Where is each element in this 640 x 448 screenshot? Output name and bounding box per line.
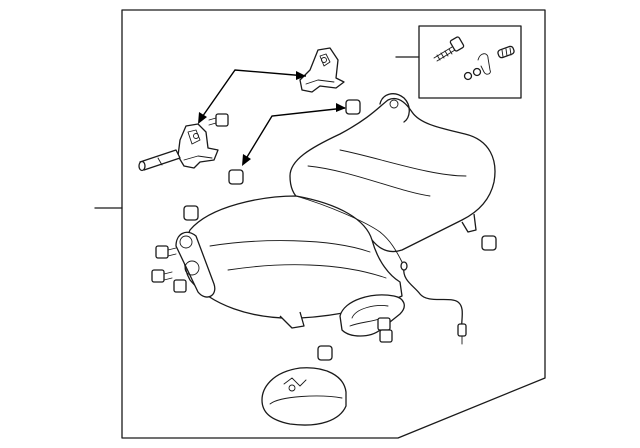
- wiring-harness: [400, 261, 467, 345]
- hardware-bolt-icon: [433, 36, 465, 62]
- hinge-bracket-upper: [299, 47, 345, 93]
- hardware-nut-icon: [472, 67, 482, 77]
- hardware-clip-icon: [477, 53, 491, 75]
- bolt-hinge: [208, 113, 229, 127]
- mounting-bolt: [155, 245, 177, 259]
- bushing-lower: [228, 169, 244, 185]
- mounting-bolt: [151, 269, 173, 283]
- fastener: [377, 317, 393, 343]
- seat-latch-cover: [261, 367, 347, 426]
- callout-arrow-bushing: [242, 103, 346, 166]
- bushing-bottom: [317, 345, 333, 361]
- mounting-bolt: [183, 205, 199, 221]
- seat-cushion: [175, 93, 496, 329]
- hinge-pin: [138, 149, 181, 172]
- bushing-right: [481, 235, 497, 251]
- hinge-bracket-lower: [177, 123, 219, 169]
- hardware-screw-icon: [497, 45, 515, 59]
- bushing-upper: [345, 99, 361, 115]
- hardware-nut-icon: [463, 71, 473, 81]
- diagram-frame: [121, 9, 546, 439]
- hardware-kit-box: [395, 25, 522, 99]
- mounting-bolt: [173, 279, 187, 293]
- callout-arrow-hinge: [198, 69, 307, 124]
